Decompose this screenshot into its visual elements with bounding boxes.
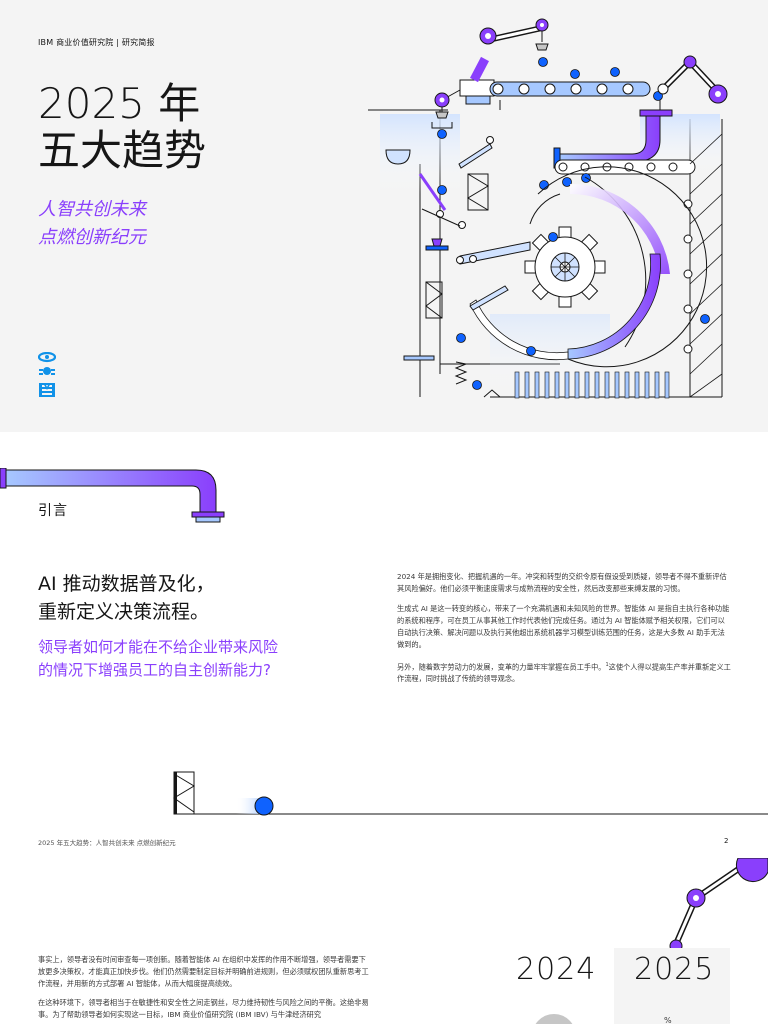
cover-title: 2025 年 五大趋势 — [38, 80, 206, 174]
pipe-decoration — [0, 468, 225, 523]
intro-paragraph-2: 生成式 AI 是这一转变的核心，带来了一个充满机遇和未知风险的世界。智能体 AI… — [397, 604, 730, 649]
cover-page: IBM 商业价值研究院 | 研究简报 2025 年 五大趋势 人智共创未来 点燃… — [0, 0, 768, 432]
ibm-eye-bee-m-logo — [38, 352, 56, 397]
cover-subtitle-line1: 人智共创未来 — [38, 199, 146, 220]
grey-circle-chart — [532, 1014, 576, 1024]
footer-title: 2025 年五大趋势：人智共创未来 点燃创新纪元 — [38, 839, 176, 847]
report-header: IBM 商业价值研究院 | 研究简报 — [38, 38, 155, 47]
page3-paragraph-2: 在这种环境下，领导者相当于在敏捷性和安全性之间走钢丝，尽力维持韧性与风险之间的平… — [38, 998, 369, 1019]
year-2025-panel — [614, 948, 730, 1024]
intro-subheading: 领导者如何才能在不给企业带来风险 的情况下增强员工的自主创新能力? — [38, 636, 278, 682]
intro-heading-line2: 重新定义决策流程。 — [38, 601, 210, 623]
cover-title-line2: 五大趋势 — [38, 126, 207, 175]
cover-subtitle: 人智共创未来 点燃创新纪元 — [38, 196, 146, 252]
cover-subtitle-line2: 点燃创新纪元 — [38, 227, 146, 248]
intro-paragraph-3-cont: 这使个人得以提高生产率并重新定义工作流程，同时挑战了传统的领导观念。 — [397, 662, 731, 684]
section-label: 引言 — [38, 503, 68, 519]
intro-paragraph-1: 2024 年是拥抱变化、把握机遇的一年。冲突和转型的交织令原有假设受到质疑，领导… — [397, 572, 727, 593]
cover-title-line1: 2025 年 — [38, 79, 201, 128]
year-2024-label: 2024 — [516, 952, 597, 987]
page3-paragraph-1: 事实上，领导者没有时间审查每一项创新。随着智能体 AI 在组织中发挥的作用不断增… — [38, 955, 369, 988]
footnote-marker[interactable]: 1 — [605, 662, 609, 668]
page3-body: 事实上，领导者没有时间审查每一项创新。随着智能体 AI 在组织中发挥的作用不断增… — [38, 954, 372, 1024]
percent-fragment: % — [664, 1016, 672, 1024]
intro-page: 引言 AI 推动数据普及化， 重新定义决策流程。 领导者如何才能在不给企业带来风… — [0, 432, 768, 1024]
intro-subheading-line2: 的情况下增强员工的自主创新能力? — [38, 661, 271, 679]
intro-body: 2024 年是拥抱变化、把握机遇的一年。冲突和转型的交织令原有假设受到质疑，领导… — [397, 571, 731, 693]
intro-heading: AI 推动数据普及化， 重新定义决策流程。 — [38, 570, 215, 626]
machine-illustration — [368, 18, 728, 399]
year-2025-label: 2025 — [634, 952, 715, 987]
intro-subheading-line1: 领导者如何才能在不给企业带来风险 — [38, 638, 279, 656]
page-number: 2 — [724, 837, 729, 845]
divider-decoration — [173, 771, 768, 816]
intro-heading-line1: AI 推动数据普及化， — [38, 573, 215, 595]
intro-paragraph-3-text: 另外，随着数字劳动力的发展，变革的力量牢牢掌握在员工手中。 — [397, 662, 606, 672]
intro-paragraph-3: 另外，随着数字劳动力的发展，变革的力量牢牢掌握在员工手中。1这使个人得以提高生产… — [397, 659, 731, 685]
